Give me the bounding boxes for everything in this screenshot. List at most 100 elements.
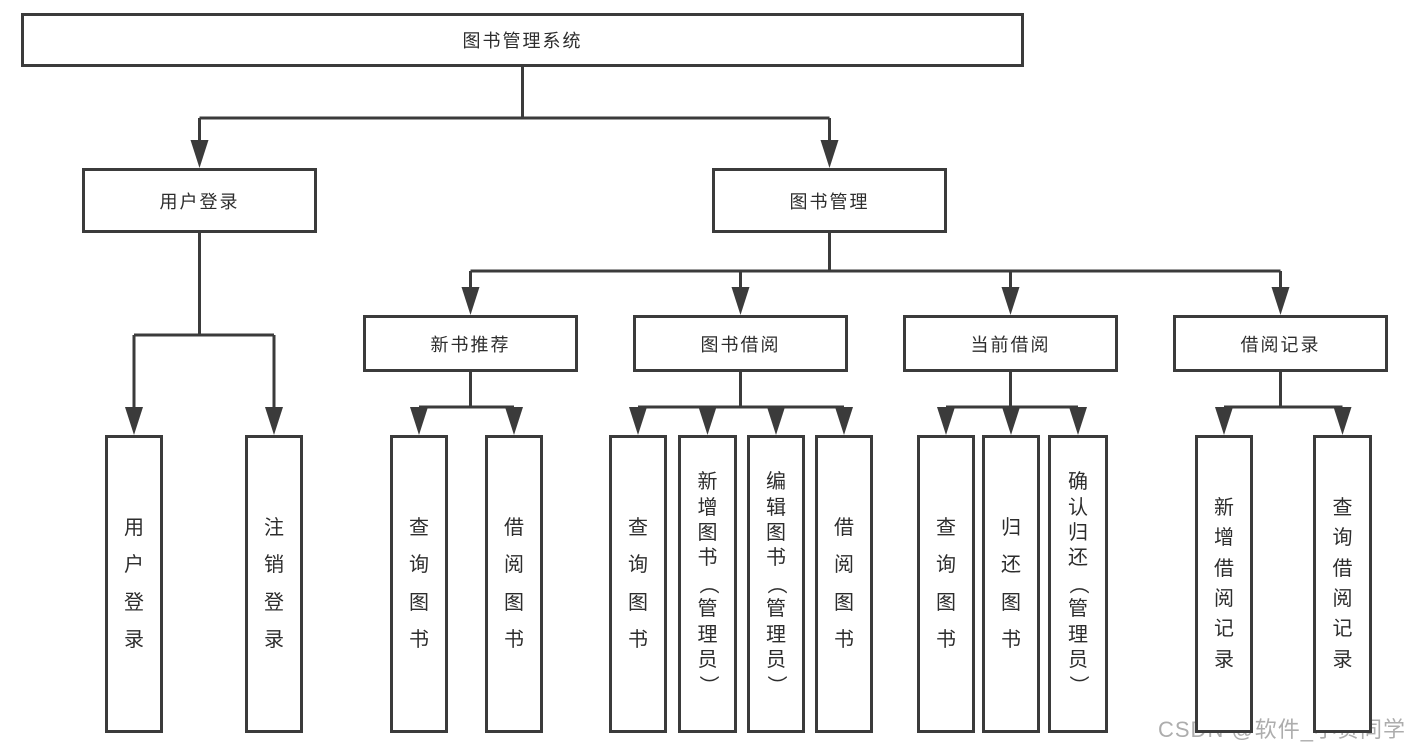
- node-br-add-record: 新增借阅记录: [1195, 435, 1253, 733]
- node-label-char: 图: [409, 591, 429, 614]
- arrow-down-icon: [698, 407, 717, 435]
- arrow-down-icon: [1069, 407, 1087, 435]
- node-label-char: 编: [766, 471, 786, 494]
- node-label-char: 阅: [1332, 588, 1353, 610]
- node-label-char: 询: [936, 554, 956, 577]
- node-label-char: 辑: [766, 496, 786, 519]
- node-label-char: 确: [1068, 471, 1088, 494]
- node-label-char: 查: [936, 516, 956, 539]
- node-label-char: （: [696, 573, 719, 594]
- node-label-char: 记: [1214, 618, 1234, 641]
- node-label-char: 员: [697, 648, 718, 671]
- node-label-char: 还: [1068, 547, 1088, 570]
- node-br-query-record: 查询借阅记录: [1313, 435, 1372, 733]
- arrow-down-icon: [461, 287, 480, 315]
- node-cb-confirm-return: 确认归还（管理员）: [1048, 435, 1108, 733]
- node-label-char: 阅: [1214, 588, 1234, 610]
- node-logout: 注销登录: [245, 435, 303, 733]
- node-label-char: 理: [766, 623, 786, 646]
- arrow-down-icon: [767, 407, 785, 435]
- node-label-char: 查: [409, 516, 429, 539]
- arrow-down-icon: [1333, 407, 1352, 435]
- node-label-char: 认: [1068, 496, 1088, 519]
- node-label-char: 员: [1068, 648, 1088, 671]
- node-label-char: 注: [264, 516, 284, 539]
- arrow-down-icon: [629, 407, 647, 435]
- node-label-char: 录: [1332, 648, 1353, 671]
- arrow-down-icon: [410, 407, 428, 435]
- node-label-char: （: [765, 573, 788, 594]
- node-bb-query-book: 查询图书: [609, 435, 667, 733]
- arrow-down-icon: [1215, 407, 1233, 435]
- node-label-char: 借: [1332, 557, 1353, 580]
- node-label-char: 记: [1332, 618, 1353, 641]
- node-label-char: 阅: [834, 554, 854, 577]
- node-label-char: 用: [124, 516, 144, 539]
- arrow-down-icon: [125, 407, 143, 435]
- node-book-management-label: 图书管理: [712, 168, 947, 233]
- node-book-borrow-label: 图书借阅: [633, 315, 848, 372]
- node-label-char: 借: [504, 516, 524, 539]
- arrow-down-icon: [265, 407, 283, 435]
- node-label-char: 询: [1332, 527, 1353, 550]
- node-cb-return-book: 归还图书: [982, 435, 1040, 733]
- node-label-char: 借: [1214, 557, 1234, 580]
- node-label-char: 图: [936, 591, 956, 614]
- node-label-char: 录: [124, 628, 144, 651]
- node-label-char: ）: [765, 675, 788, 696]
- node-nb-query-book: 查询图书: [390, 435, 448, 733]
- node-label-char: ）: [696, 675, 719, 696]
- node-label-char: 借: [834, 516, 854, 539]
- node-label-char: 归: [1001, 516, 1021, 539]
- node-label-char: 图: [504, 591, 524, 614]
- node-label-char: 管: [1068, 598, 1088, 621]
- node-bb-borrow-book: 借阅图书: [815, 435, 873, 733]
- node-label-char: 销: [264, 554, 284, 577]
- arrow-down-icon: [731, 287, 750, 315]
- arrow-down-icon: [505, 407, 523, 435]
- node-label-char: 录: [264, 628, 284, 651]
- node-user-login-label: 用户登录: [82, 168, 317, 233]
- node-current-borrow-label: 当前借阅: [903, 315, 1118, 372]
- node-label-char: 图: [697, 522, 718, 545]
- node-label-char: 登: [264, 591, 284, 614]
- node-label-char: 还: [1001, 554, 1021, 577]
- arrow-down-icon: [1271, 287, 1290, 315]
- node-bb-edit-book: 编辑图书（管理员）: [747, 435, 805, 733]
- node-label-char: 登: [124, 591, 144, 614]
- node-label-char: 户: [124, 554, 144, 577]
- arrow-down-icon: [1001, 287, 1020, 315]
- node-label-char: 新: [1214, 496, 1234, 519]
- node-label-char: 书: [1001, 628, 1021, 651]
- node-label-char: 查: [1332, 496, 1353, 519]
- node-label-char: 图: [1001, 591, 1021, 614]
- node-label-char: （: [1067, 573, 1090, 594]
- node-label-char: 员: [766, 648, 786, 671]
- node-label-char: 归: [1068, 522, 1088, 545]
- node-borrow-records-label: 借阅记录: [1173, 315, 1388, 372]
- node-label-char: 管: [697, 598, 718, 621]
- arrow-down-icon: [835, 407, 853, 435]
- node-label-char: 图: [628, 591, 648, 614]
- node-label-char: 询: [628, 554, 648, 577]
- node-cb-query-book: 查询图书: [917, 435, 975, 733]
- node-label-char: 查: [628, 516, 648, 539]
- node-label-char: 增: [1214, 527, 1234, 550]
- node-new-book-recommend-label: 新书推荐: [363, 315, 578, 372]
- arrow-down-icon: [937, 407, 955, 435]
- node-root-label: 图书管理系统: [21, 13, 1024, 67]
- node-label-char: 书: [409, 628, 429, 651]
- node-label-char: 书: [504, 628, 524, 651]
- node-label-char: 理: [697, 623, 718, 646]
- arrow-down-icon: [820, 140, 839, 168]
- node-label-char: 书: [628, 628, 648, 651]
- node-label-char: 理: [1068, 623, 1088, 646]
- arrow-down-icon: [1002, 407, 1020, 435]
- node-label-char: 书: [697, 547, 718, 570]
- node-label-char: 图: [834, 591, 854, 614]
- arrow-down-icon: [190, 140, 209, 168]
- node-label-char: 书: [936, 628, 956, 651]
- node-label-char: 录: [1214, 648, 1234, 671]
- node-label-char: 阅: [504, 554, 524, 577]
